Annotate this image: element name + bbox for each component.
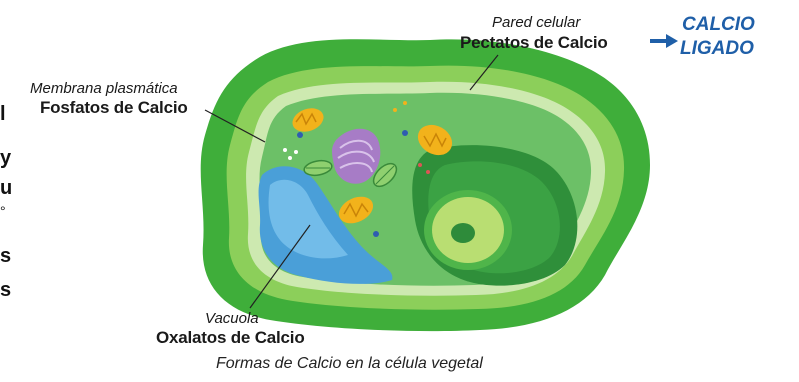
leader-membrana [204,109,266,143]
cutoff-text-3: u [0,177,13,199]
label-pectatos: Pectatos de Calcio [460,33,608,52]
mitochondrion-1 [292,108,324,132]
cutoff-text-4: ° [0,203,6,219]
chloroplast-2 [372,162,398,188]
cutoff-text-2: y [0,147,12,169]
leader-vacuola [249,224,311,309]
arrow-icon [650,34,678,48]
leader-pared [469,54,499,91]
mitochondrion-3 [338,196,374,224]
cutoff-text-1: l [0,103,6,125]
label-vacuola: Vacuola [205,310,259,327]
chloroplast-1 [303,159,333,177]
cutoff-text-5: s [0,245,12,267]
label-pared-celular: Pared celular [492,14,581,31]
figure-caption: Formas de Calcio en la célula vegetal [216,355,483,372]
label-calcio: CALCIO [682,14,755,35]
golgi-apparatus [332,128,381,184]
nucleolus [451,223,475,243]
cutoff-text-6: s [0,279,12,301]
label-ligado: LIGADO [680,38,754,59]
vacuole-highlight [268,179,348,259]
mitochondrion-2 [417,124,453,156]
label-fosfatos: Fosfatos de Calcio [40,98,188,117]
label-oxalatos: Oxalatos de Calcio [156,328,305,347]
label-membrana: Membrana plasmática [30,80,178,97]
